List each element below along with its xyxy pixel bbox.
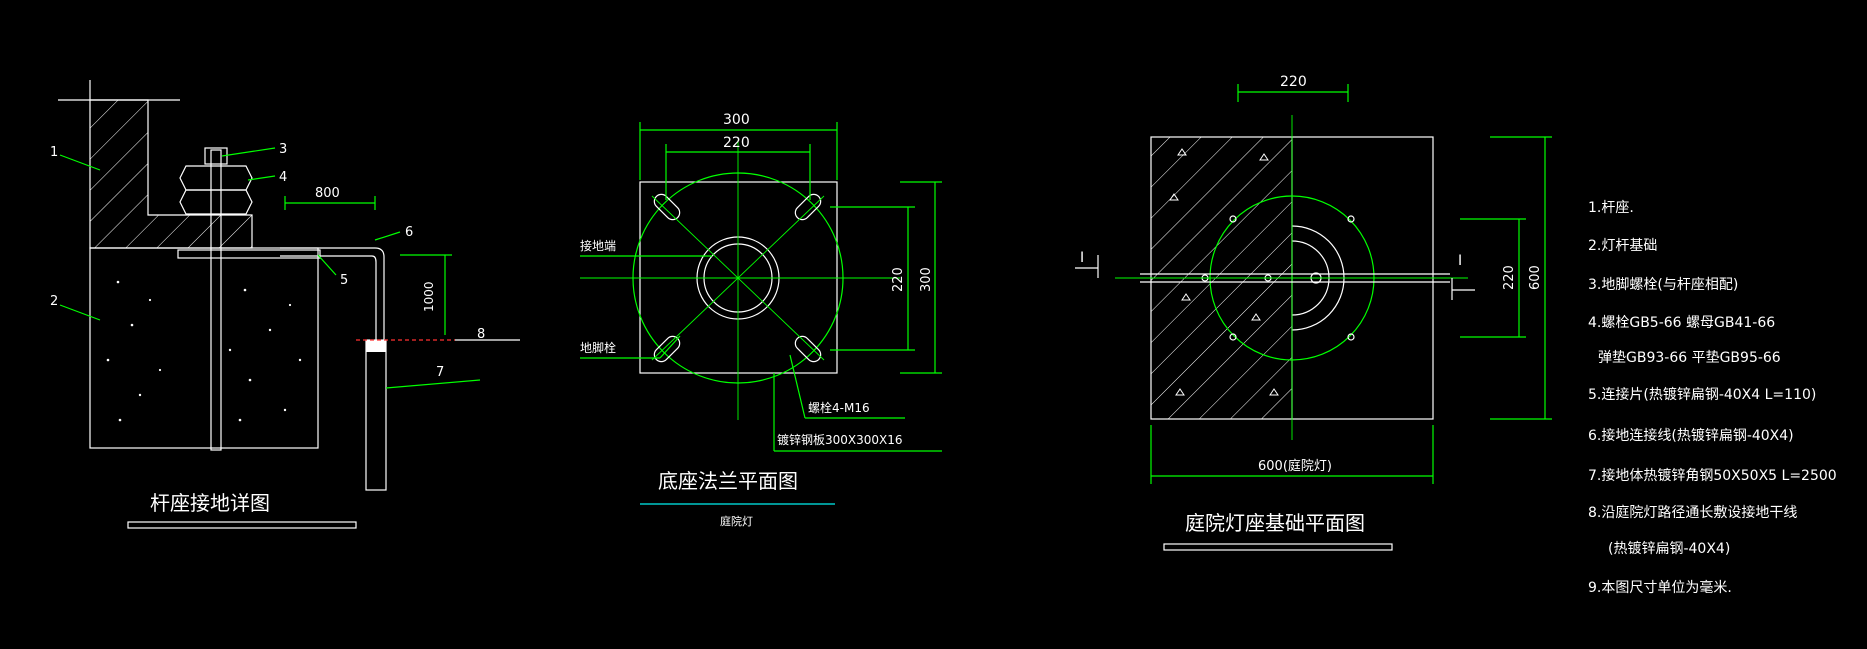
- callout-8: 8: [477, 327, 485, 342]
- note-8: 8.沿庭院灯路径通长敷设接地干线: [1588, 504, 1797, 521]
- note-4b: 弹垫GB93-66 平垫GB95-66: [1598, 350, 1781, 366]
- bolt-slot-tl: [653, 193, 681, 221]
- foundation-specks: [1169, 148, 1279, 396]
- leader-5: [317, 254, 337, 276]
- leader-3: [221, 147, 276, 157]
- dim-1000-text: 1000: [422, 281, 436, 312]
- note-6: 6.接地连接线(热镀锌扁钢-40X4): [1588, 427, 1794, 444]
- callout-2: 2: [50, 294, 58, 309]
- bolt-slot-br: [794, 335, 822, 363]
- leader-bolt-2: [789, 354, 806, 419]
- section-mark-left: I: [1080, 250, 1084, 266]
- callout-7: 7: [436, 365, 444, 380]
- note-3: 3.地脚螺栓(与杆座相配): [1588, 277, 1738, 293]
- label-grounding-terminal: 接地端: [580, 238, 616, 253]
- ground-electrode-clamp: [366, 340, 386, 352]
- leader-7: [385, 379, 481, 389]
- leader-ground-bolt-2: [659, 335, 681, 359]
- pole-base-hatched: [89, 99, 253, 249]
- note-1: 1.杆座.: [1588, 200, 1634, 216]
- dim-220-side-text: 220: [891, 267, 906, 292]
- nut-hex-2: [179, 189, 253, 215]
- dim-600-foundation-bottom-text: 600(庭院灯): [1258, 458, 1332, 474]
- dim-300-side-text: 300: [919, 267, 934, 292]
- anchor-bolt: [210, 149, 222, 451]
- callout-6: 6: [405, 225, 413, 240]
- dim-800-text: 800: [315, 186, 340, 201]
- note-2: 2.灯杆基础: [1588, 237, 1657, 254]
- bolt-point-bl: [1229, 333, 1237, 341]
- dim-220-foundation-top-text: 220: [1280, 74, 1307, 90]
- note-8b: (热镀锌扁钢-40X4): [1608, 540, 1730, 557]
- flange-view-subtitle: 庭院灯: [720, 514, 753, 528]
- bolt-point-tl: [1229, 215, 1237, 223]
- bolt-cap: [204, 147, 228, 165]
- note-4: 4.螺栓GB5-66 螺母GB41-66: [1588, 315, 1775, 331]
- bolt-point-tr: [1347, 215, 1355, 223]
- flange-plate: [639, 181, 838, 374]
- ground-wire-6b: [280, 255, 377, 340]
- note-7: 7.接地体热镀锌角钢50X50X5 L=2500: [1588, 467, 1837, 484]
- foundation-view-title-underline: [1163, 543, 1393, 551]
- concrete-specks: [106, 280, 302, 422]
- foundation-view-title: 庭院灯座基础平面图: [1185, 511, 1365, 535]
- callout-5: 5: [340, 273, 348, 288]
- connecting-plate: [177, 249, 321, 259]
- leader-4: [247, 175, 276, 181]
- flange-view: 300 220 220 300 接地端 地脚栓 螺栓4-M16 镀锌钢板300X…: [580, 112, 942, 528]
- leader-2: [59, 304, 101, 321]
- detail-view-title: 杆座接地详图: [150, 491, 270, 515]
- leader-6: [374, 231, 401, 241]
- nut-hex: [179, 165, 253, 191]
- label-bolt: 螺栓4-M16: [808, 400, 870, 415]
- ground-electrode: [365, 339, 387, 491]
- callout-1: 1: [50, 145, 58, 160]
- note-9: 9.本图尺寸单位为毫米.: [1588, 579, 1732, 596]
- bolt-slot-tr: [794, 193, 822, 221]
- label-plate: 镀锌钢板300X300X16: [777, 433, 903, 447]
- label-ground-bolt: 地脚栓: [580, 340, 616, 355]
- notes-list: 1.杆座. 2.灯杆基础 3.地脚螺栓(与杆座相配) 4.螺栓GB5-66 螺母…: [1588, 200, 1837, 596]
- dim-300-top-text: 300: [723, 112, 750, 128]
- flange-view-title: 底座法兰平面图: [658, 469, 798, 493]
- dim-600-foundation-side-text: 600: [1528, 265, 1543, 290]
- callout-3: 3: [279, 142, 287, 157]
- detail-view: 800 1000 1 2 3 4 5 6 8 7 杆座接地详图: [50, 80, 520, 529]
- dim-220-foundation-side-text: 220: [1502, 265, 1517, 290]
- note-5: 5.连接片(热镀锌扁钢-40X4 L=110): [1588, 386, 1816, 403]
- foundation-concrete: [89, 247, 319, 449]
- dim-220-top-text: 220: [723, 135, 750, 151]
- detail-view-title-underline: [127, 521, 357, 529]
- leader-1: [59, 154, 101, 171]
- bolt-point-br: [1347, 333, 1355, 341]
- callout-4: 4: [279, 170, 287, 185]
- foundation-view: I I 220 220 600 600(庭院灯) 庭院灯座基础平面图: [1075, 74, 1552, 551]
- ground-wire-6: [280, 247, 385, 340]
- section-mark-right: I: [1458, 253, 1462, 269]
